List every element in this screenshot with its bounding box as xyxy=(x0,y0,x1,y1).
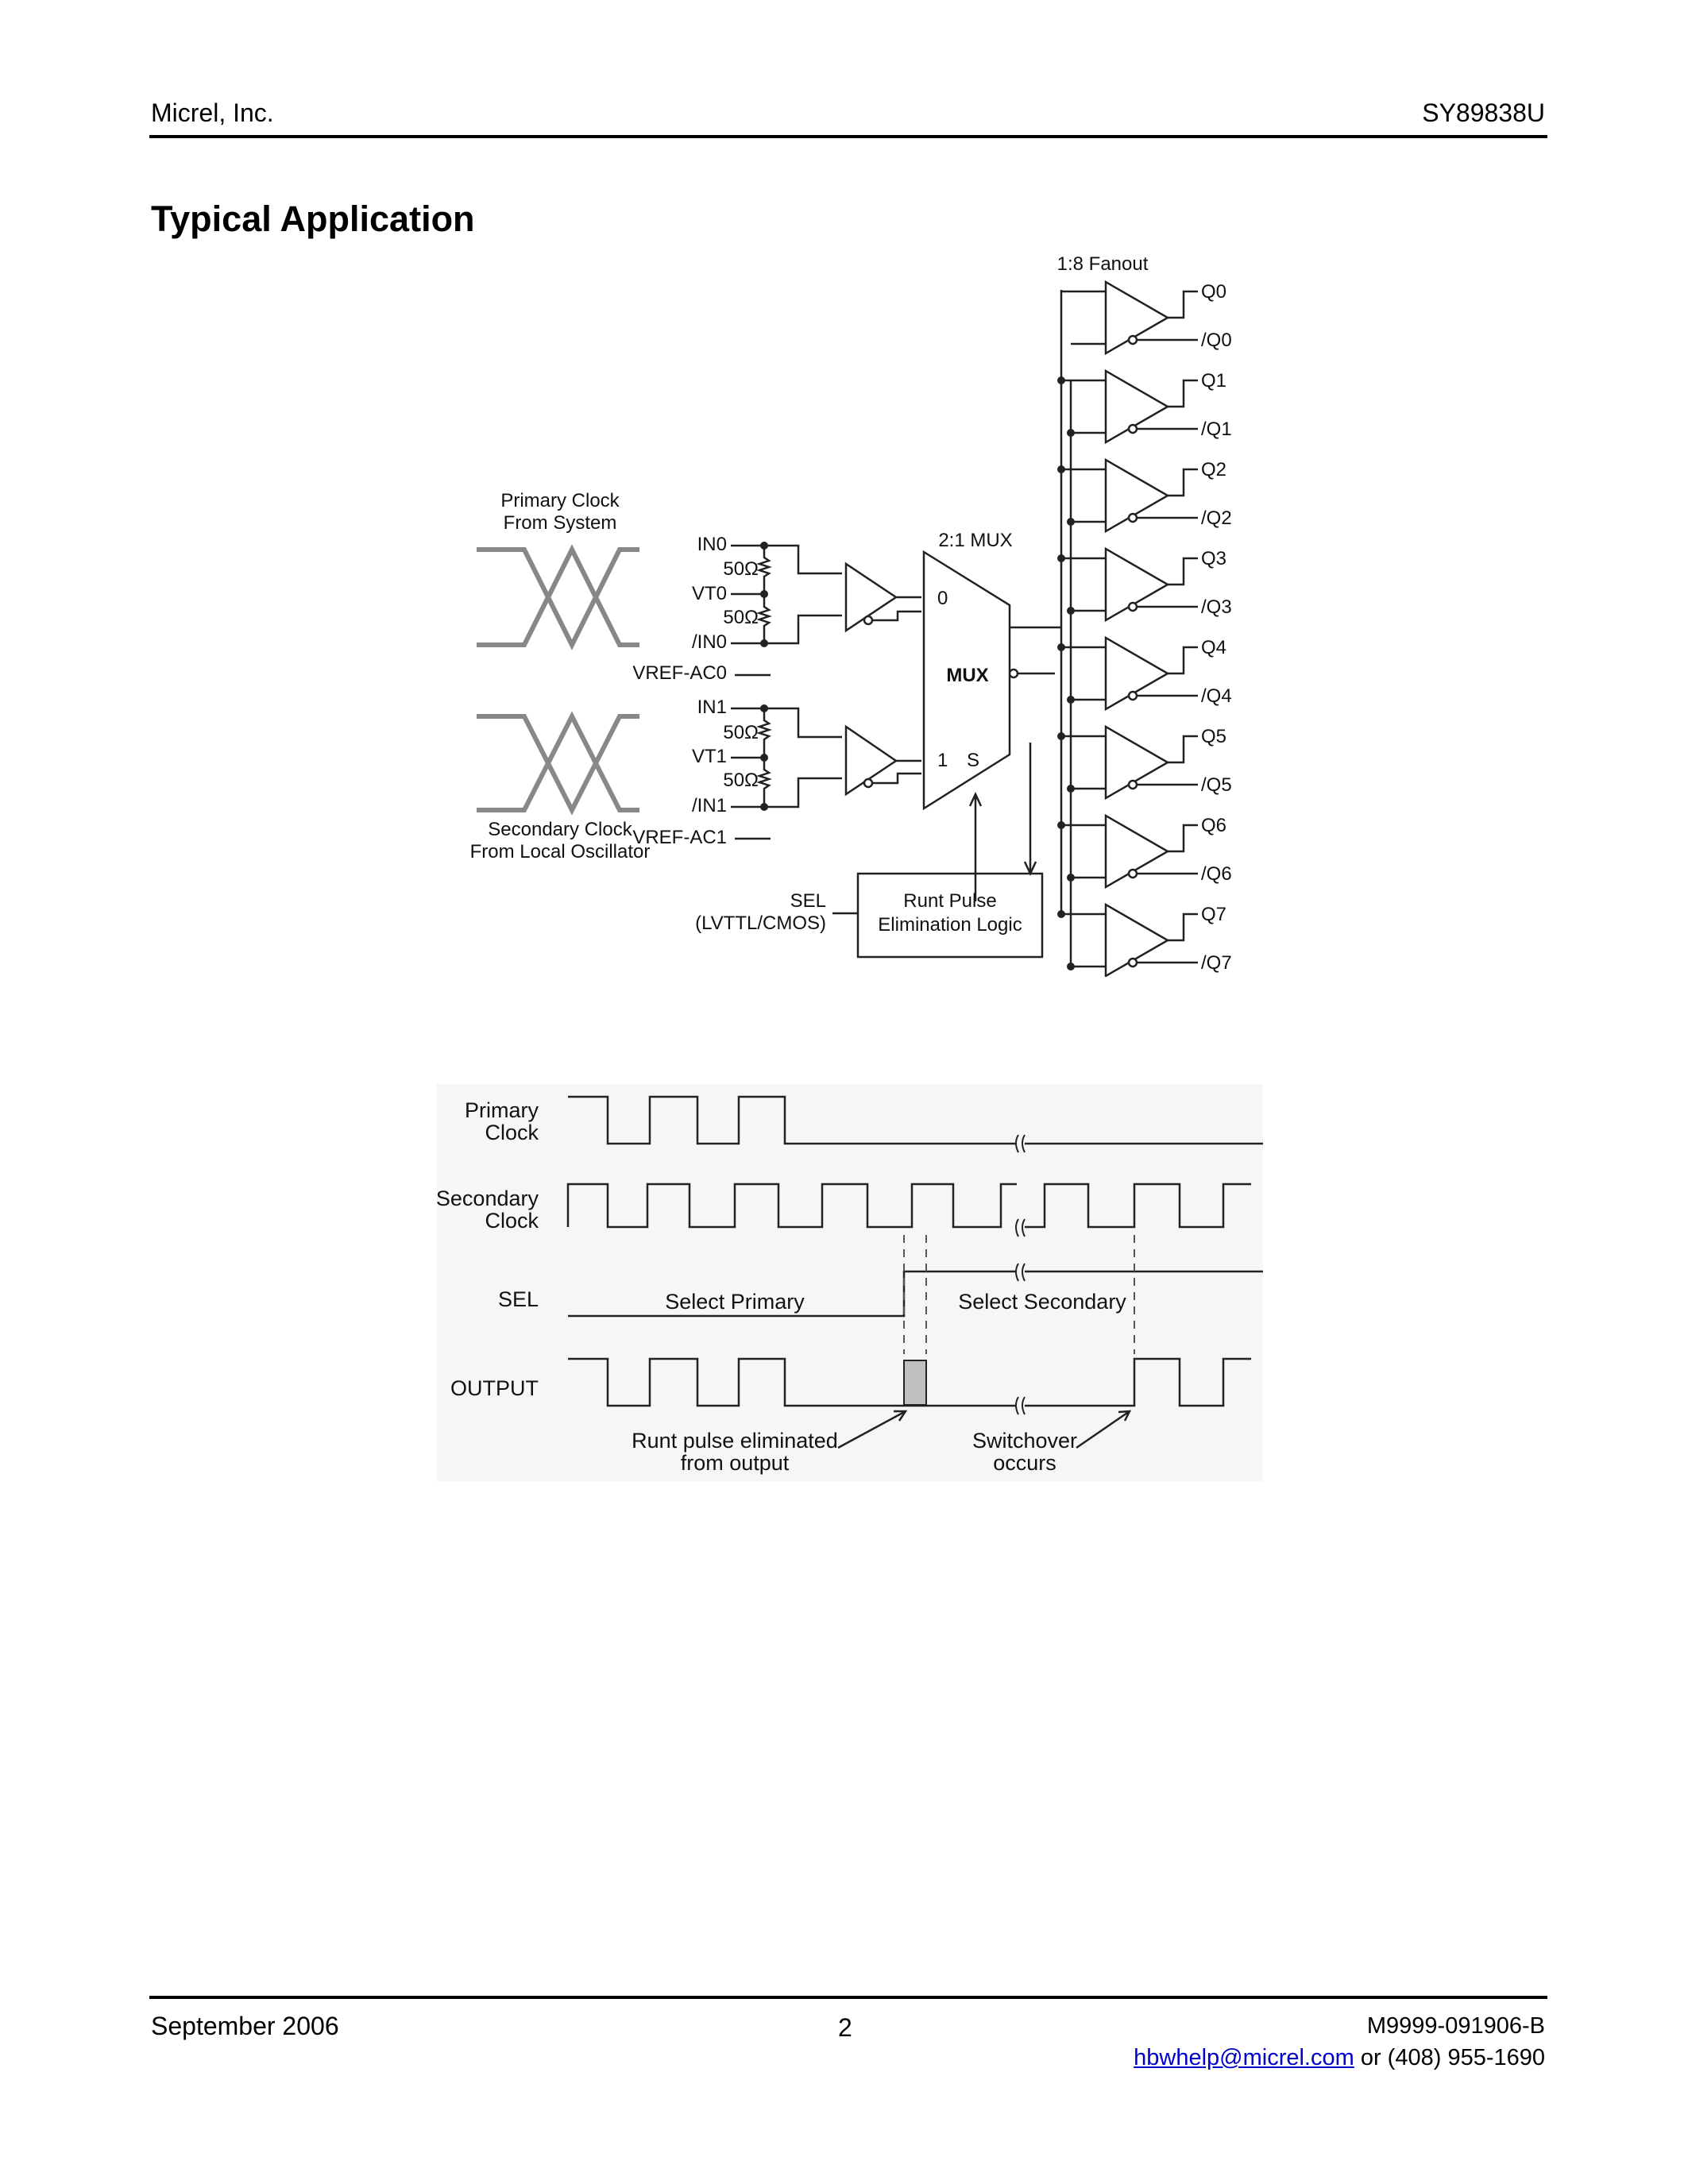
block-diagram: Primary Clock From System Secondary Cloc… xyxy=(470,253,1232,977)
secondary-clock-label-1: Secondary Clock xyxy=(488,819,632,840)
output-q0-label: Q0 xyxy=(1201,281,1226,303)
section-title: Typical Application xyxy=(151,199,475,239)
runt-pulse xyxy=(903,1360,927,1406)
input0-wiring xyxy=(731,544,921,677)
runt-pulse-logic-block xyxy=(856,872,1044,959)
primary-clock-trace xyxy=(568,1095,1263,1145)
sel-label: SEL xyxy=(790,890,826,912)
mux-block xyxy=(922,550,1011,811)
secondary-clock-signal-2: Clock xyxy=(485,1209,539,1233)
output-signal: OUTPUT xyxy=(450,1376,539,1400)
primary-clock-signal-1: Primary xyxy=(465,1098,539,1122)
nin1-label: /IN1 xyxy=(692,795,727,816)
output-buffer-1: Q1/Q1 xyxy=(1057,369,1232,445)
mux-title: 2:1 MUX xyxy=(938,530,1012,551)
secondary-clock-label-2: From Local Oscillator xyxy=(470,841,651,862)
res0a-label: 50Ω xyxy=(723,558,759,580)
output-nq0-label: /Q0 xyxy=(1201,330,1232,351)
fanout-bus xyxy=(1060,290,1072,963)
output-buffer-7: Q7/Q7 xyxy=(1057,902,1232,977)
input1-wiring xyxy=(731,707,921,840)
secondary-clock-signal-1: Secondary xyxy=(436,1187,539,1210)
output-buffer-4: Q4/Q4 xyxy=(1057,635,1232,712)
vt1-label: VT1 xyxy=(692,746,727,767)
mux-wiring xyxy=(968,626,1061,901)
output-q1-label: Q1 xyxy=(1201,370,1226,392)
output-nq5-label: /Q5 xyxy=(1201,774,1232,796)
header-company: Micrel, Inc. xyxy=(151,98,274,127)
logic-label-2: Elimination Logic xyxy=(878,914,1022,936)
select-secondary-label: Select Secondary xyxy=(958,1290,1126,1314)
output-nq7-label: /Q7 xyxy=(1201,952,1232,974)
output-q5-label: Q5 xyxy=(1201,726,1226,747)
timing-diagram: Primary Clock Secondary Clock SEL OUTPUT… xyxy=(436,1084,1263,1481)
email-link[interactable]: hbwhelp@micrel.com xyxy=(1134,2045,1354,2070)
mux-input-0: 0 xyxy=(937,588,948,609)
output-q2-label: Q2 xyxy=(1201,459,1226,480)
break-marks xyxy=(1015,1134,1026,1415)
primary-clock-signal-2: Clock xyxy=(485,1121,539,1144)
runt-note-1: Runt pulse eliminated xyxy=(632,1429,838,1453)
output-q3-label: Q3 xyxy=(1201,548,1226,569)
footer-divider xyxy=(149,1996,1547,1999)
primary-clock-label-1: Primary Clock xyxy=(500,490,620,511)
output-nq4-label: /Q4 xyxy=(1201,685,1232,707)
output-nq2-label: /Q2 xyxy=(1201,507,1232,529)
vt0-label: VT0 xyxy=(692,583,727,604)
primary-clock-waveform xyxy=(477,544,639,650)
footer-phone: or (408) 955-1690 xyxy=(1354,2045,1545,2070)
res1a-label: 50Ω xyxy=(723,722,759,743)
vref-ac1-label: VREF-AC1 xyxy=(632,827,727,848)
primary-clock-label-2: From System xyxy=(504,512,617,534)
output-buffer-6: Q6/Q6 xyxy=(1057,813,1232,889)
header-divider xyxy=(149,135,1547,138)
secondary-clock-trace xyxy=(566,1183,1251,1229)
switch-note-2: occurs xyxy=(993,1451,1056,1475)
mux-label: MUX xyxy=(946,665,988,686)
output-nq6-label: /Q6 xyxy=(1201,863,1232,885)
input1-dots xyxy=(760,704,768,811)
output-nq3-label: /Q3 xyxy=(1201,596,1232,618)
input0-dots xyxy=(760,542,768,647)
note-arrows xyxy=(837,1410,1132,1449)
output-q7-label: Q7 xyxy=(1201,904,1226,925)
sel-type: (LVTTL/CMOS) xyxy=(695,913,826,934)
mux-input-1: 1 xyxy=(937,750,948,771)
output-q6-label: Q6 xyxy=(1201,815,1226,836)
switch-note-1: Switchover xyxy=(972,1429,1077,1453)
nin0-label: /IN0 xyxy=(692,631,727,653)
footer-date: September 2006 xyxy=(151,2012,339,2040)
runt-note-2: from output xyxy=(681,1451,790,1475)
select-primary-label: Select Primary xyxy=(665,1290,805,1314)
doc-number: M9999-091906-B xyxy=(1366,2013,1545,2039)
in1-label: IN1 xyxy=(697,696,727,718)
vref-ac0-label: VREF-AC0 xyxy=(632,662,727,684)
logic-label-1: Runt Pulse xyxy=(903,890,996,912)
res1b-label: 50Ω xyxy=(723,770,759,791)
res0b-label: 50Ω xyxy=(723,607,759,628)
page-number: 2 xyxy=(838,2013,852,2042)
output-buffer-0: Q0/Q0 xyxy=(1061,280,1232,356)
sel-signal: SEL xyxy=(498,1287,539,1311)
in0-label: IN0 xyxy=(697,534,727,555)
output-trace xyxy=(568,1357,1251,1407)
secondary-clock-waveform xyxy=(477,711,639,816)
output-buffer-5: Q5/Q5 xyxy=(1057,724,1232,801)
output-buffer-3: Q3/Q3 xyxy=(1057,546,1232,623)
fanout-label: 1:8 Fanout xyxy=(1057,253,1149,275)
timing-guides xyxy=(903,1235,1135,1354)
header-part-number: SY89838U xyxy=(1422,98,1545,127)
output-buffer-2: Q2/Q2 xyxy=(1057,457,1232,534)
output-nq1-label: /Q1 xyxy=(1201,419,1232,440)
footer-contact: hbwhelp@micrel.com or (408) 955-1690 xyxy=(1134,2045,1545,2071)
mux-select-s: S xyxy=(967,750,979,771)
output-q4-label: Q4 xyxy=(1201,637,1226,658)
